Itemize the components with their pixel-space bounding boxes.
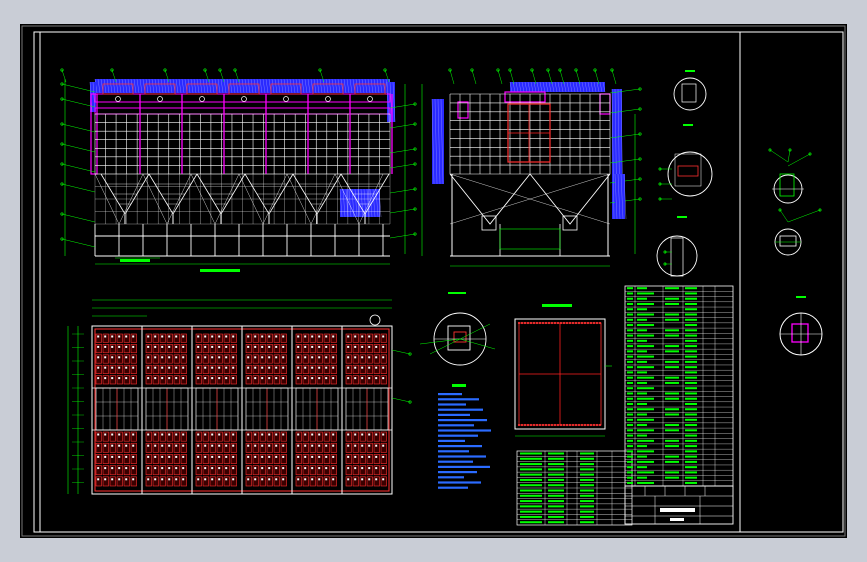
drawing-tables [516, 285, 734, 526]
cad-viewport[interactable] [20, 24, 847, 538]
technical-notes [438, 384, 491, 489]
drawing-frame [21, 25, 846, 537]
front-elevation-view [60, 68, 417, 272]
right-detail-column [768, 148, 823, 356]
plan-view [67, 299, 412, 495]
dust-collector-drawing [21, 25, 846, 537]
detail-views [419, 70, 713, 437]
side-elevation-view [421, 68, 642, 267]
